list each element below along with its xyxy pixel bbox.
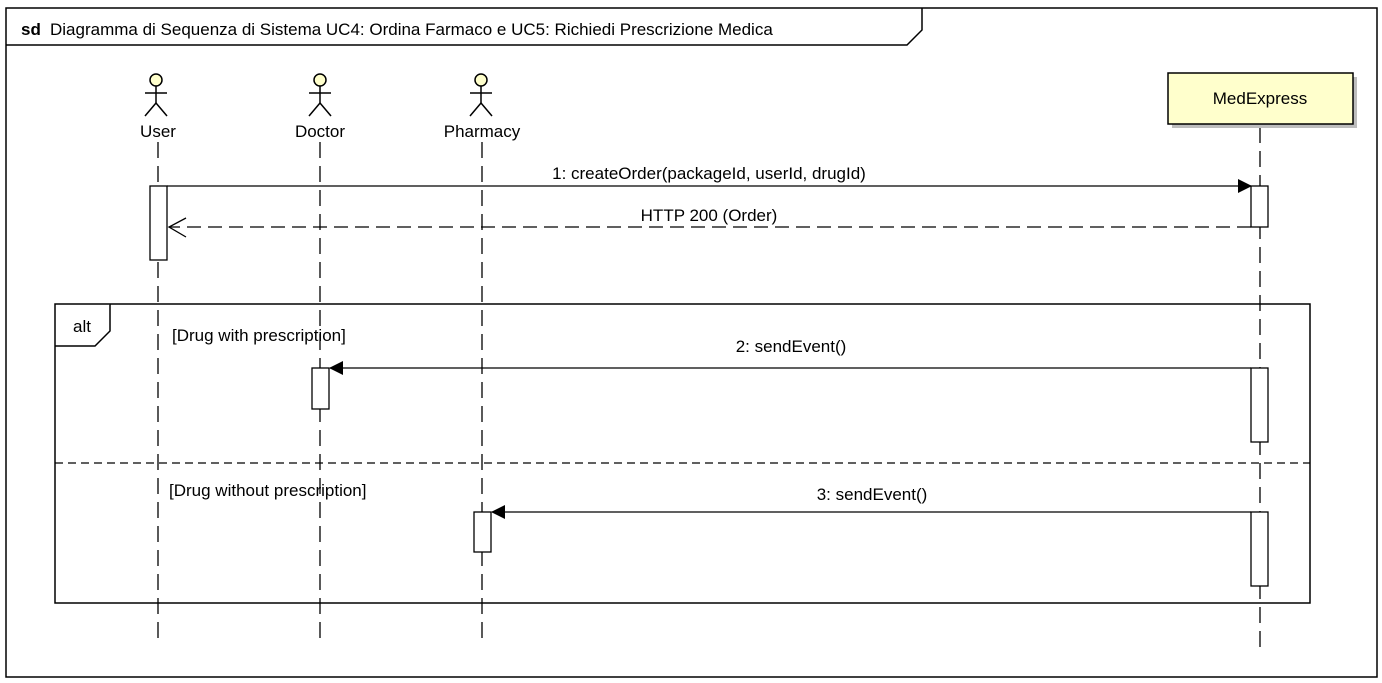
diagram-frame xyxy=(5,7,1378,678)
user-actor-icon xyxy=(144,73,168,117)
frame-keyword: sd xyxy=(21,20,41,39)
message-create-order-label: 1: createOrder(packageId, userId, drugId… xyxy=(552,164,866,183)
pharmacy-activation xyxy=(473,511,492,553)
pharmacy-actor-icon xyxy=(469,73,493,117)
guard-with-prescription: [Drug with prescription] xyxy=(172,326,346,345)
guard-without-prescription: [Drug without prescription] xyxy=(169,481,366,500)
medexpress-box xyxy=(1167,72,1354,125)
medexpress-activation-3 xyxy=(1250,511,1269,587)
alt-operator-label: alt xyxy=(73,317,91,336)
pharmacy-actor-label: Pharmacy xyxy=(444,122,521,141)
message-http-reply-label: HTTP 200 (Order) xyxy=(641,206,778,225)
medexpress-activation-1 xyxy=(1250,185,1269,228)
doctor-activation xyxy=(311,367,330,410)
frame-title-tab xyxy=(6,8,923,46)
doctor-actor-label: Doctor xyxy=(295,122,345,141)
alt-operator-tab xyxy=(55,304,111,347)
alt-fragment xyxy=(54,303,1311,604)
user-activation xyxy=(149,185,168,261)
user-actor-label: User xyxy=(140,122,176,141)
medexpress-activation-2 xyxy=(1250,367,1269,443)
frame-title: Diagramma di Sequenza di Sistema UC4: Or… xyxy=(50,20,773,39)
medexpress-label: MedExpress xyxy=(1213,89,1307,108)
doctor-actor-icon xyxy=(308,73,332,117)
reply-open-arrowhead xyxy=(167,217,187,238)
message-send-event-pharmacy-label: 3: sendEvent() xyxy=(817,485,928,504)
message-send-event-doctor-label: 2: sendEvent() xyxy=(736,337,847,356)
